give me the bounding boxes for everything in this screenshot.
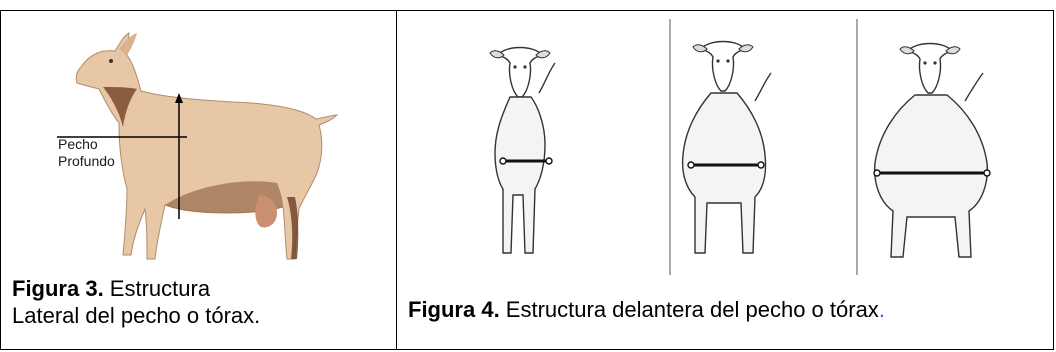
- goat-eye: [109, 59, 113, 63]
- figure-3-caption-bold: Figura 3.: [12, 276, 104, 301]
- goat-ear-shape: [119, 33, 137, 55]
- figure-4-caption: Figura 4. Estructura delantera del pecho…: [408, 296, 885, 323]
- pecho-profundo-label: Pecho Profundo: [58, 136, 115, 170]
- goat-front-view-illustration: [489, 19, 991, 275]
- figure-table: Pecho Profundo Figura 3. Estructura Late…: [0, 10, 1054, 350]
- figure-3-caption-line2: Lateral del pecho o tórax.: [12, 303, 261, 328]
- arrow-head-icon: [175, 93, 183, 103]
- front-goat-medium: [681, 40, 772, 254]
- pecho-label-line1: Pecho: [58, 136, 98, 152]
- front-goat-narrow: [489, 46, 556, 254]
- figure-3-cell: Pecho Profundo Figura 3. Estructura Late…: [1, 11, 396, 349]
- figure-4-caption-period: .: [878, 297, 885, 322]
- figure-3-caption-rest: Estructura: [103, 276, 211, 301]
- goat-side-view-illustration: [57, 32, 339, 260]
- pecho-label-line2: Profundo: [58, 153, 115, 169]
- goat-rear-leg-shadow: [287, 197, 299, 259]
- figure-4-caption-bold: Figura 4.: [408, 297, 500, 322]
- front-goat-wide: [873, 42, 991, 258]
- column-divider: [396, 11, 397, 349]
- goat-belly-shadow: [165, 181, 283, 213]
- goat-udder-shape: [255, 195, 277, 228]
- goat-neck-shadow: [103, 87, 137, 127]
- figure-3-caption: Figura 3. Estructura Lateral del pecho o…: [12, 275, 382, 329]
- figure-4-cell: Figura 4. Estructura delantera del pecho…: [397, 11, 1053, 349]
- figure-4-caption-rest: Estructura delantera del pecho o tórax: [499, 297, 879, 322]
